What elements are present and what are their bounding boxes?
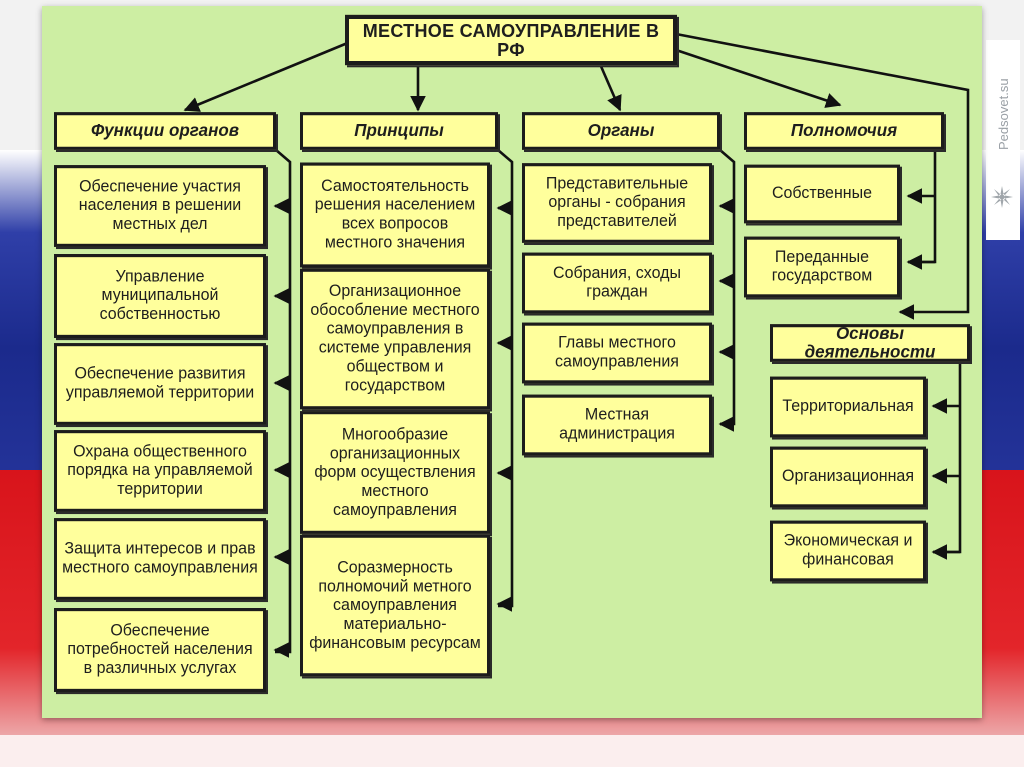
header-basis: Основы деятельности (770, 324, 970, 362)
function-item: Охрана общественного порядка на управляе… (54, 430, 266, 512)
watermark-strip (986, 40, 1020, 240)
principle-item: Соразмерность полномочий метного самоупр… (300, 534, 490, 677)
function-item: Управление муниципальной собственностью (54, 254, 266, 338)
organ-item: Главы местного самоуправления (522, 322, 712, 384)
organ-item: Собрания, сходы граждан (522, 252, 712, 314)
header-functions: Функции органов (54, 112, 276, 150)
watermark-logo-icon (991, 186, 1013, 208)
principle-item: Многообразие организационных форм осущес… (300, 411, 490, 534)
basis-item: Экономическая и финансовая (770, 520, 926, 582)
principle-item: Самостоятельность решения населением все… (300, 162, 490, 268)
function-item: Обеспечение потребностей населения в раз… (54, 608, 266, 692)
header-powers: Полномочия (744, 112, 944, 150)
main-title: МЕСТНОЕ САМОУПРАВЛЕНИЕ В РФ (345, 14, 677, 66)
header-organs: Органы (522, 112, 720, 150)
power-item: Собственные (744, 164, 900, 224)
basis-item: Территориальная (770, 376, 926, 438)
organ-item: Местная администрация (522, 394, 712, 456)
slide-bottom-edge (0, 735, 1024, 767)
power-item: Переданные государством (744, 236, 900, 298)
function-item: Обеспечение участия населения в решении … (54, 165, 266, 247)
organ-item: Представительные органы - собрания предс… (522, 163, 712, 243)
function-item: Защита интересов и прав местного самоупр… (54, 518, 266, 600)
function-item: Обеспечение развития управляемой террито… (54, 343, 266, 425)
principle-item: Организационное обособление местного сам… (300, 268, 490, 410)
header-principles: Принципы (300, 112, 498, 150)
basis-item: Организационная (770, 446, 926, 508)
